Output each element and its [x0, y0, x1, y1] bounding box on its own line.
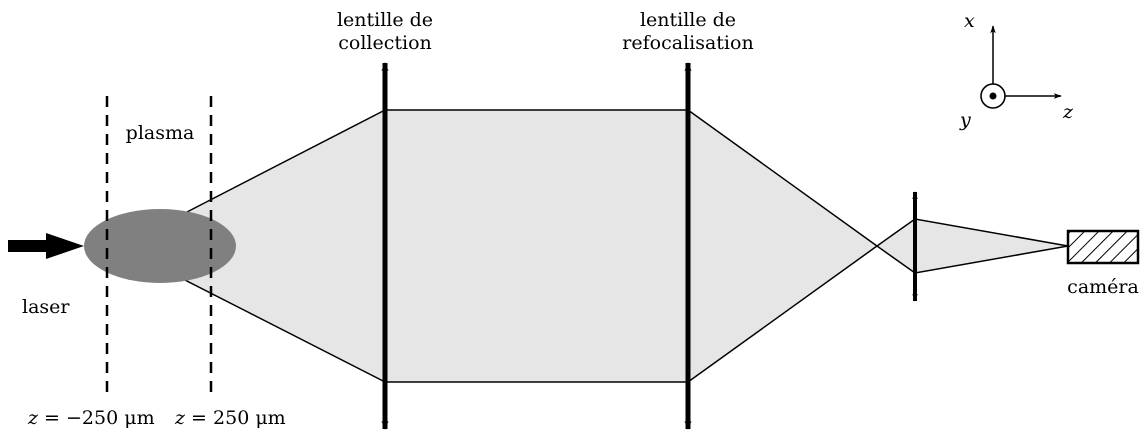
z-minus-250-label: z = −250 μm: [27, 407, 155, 429]
camera-label: caméra: [1067, 276, 1139, 298]
laser-label: laser: [22, 296, 70, 318]
z-plus-250-label: z = 250 μm: [174, 407, 286, 429]
x-axis-label: x: [964, 10, 975, 32]
plasma-ellipse: [84, 209, 236, 283]
collection-lens-label-line2: collection: [338, 32, 432, 54]
coordinate-axes: x y z: [959, 10, 1074, 131]
camera-icon: [1066, 229, 1140, 265]
beam-cone-converging: [687, 108, 879, 384]
beam-cone-camera: [875, 218, 1069, 274]
y-axis-label: y: [959, 109, 971, 131]
beam-collimated: [384, 109, 689, 383]
y-axis-dot-icon: [989, 92, 997, 100]
refocus-lens-label-line2: refocalisation: [622, 32, 753, 54]
collection-lens-label-line1: lentille de: [337, 9, 433, 31]
z-axis-label: z: [1062, 101, 1074, 123]
laser-arrow-icon: [8, 233, 84, 259]
refocus-lens-label-line1: lentille de: [640, 9, 736, 31]
plasma-label: plasma: [126, 122, 195, 144]
